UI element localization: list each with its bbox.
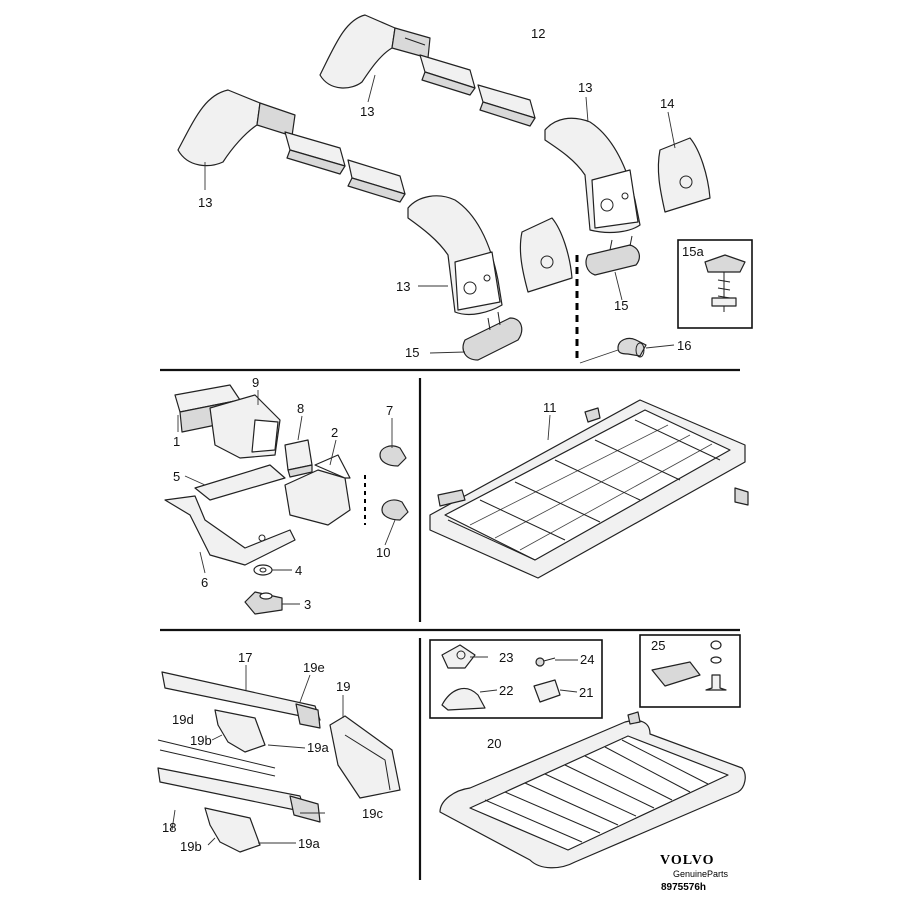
label-9: 9 <box>252 375 259 390</box>
label-19: 19 <box>336 679 350 694</box>
label-15a: 15a <box>682 244 704 259</box>
label-19a-upper: 19a <box>307 740 329 755</box>
insert-8 <box>284 439 313 478</box>
label-1: 1 <box>173 434 180 449</box>
foot-19b-upper <box>214 709 266 753</box>
roof-basket-20 <box>439 711 746 869</box>
label-19b-lower: 19b <box>180 839 202 854</box>
label-13-b: 13 <box>198 195 212 210</box>
plug-7 <box>379 445 407 467</box>
label-19b-upper: 19b <box>190 733 212 748</box>
detail-box-21-24 <box>429 639 603 719</box>
label-18: 18 <box>162 820 176 835</box>
label-13-d: 13 <box>396 279 410 294</box>
plug-16 <box>617 337 647 358</box>
label-7: 7 <box>386 403 393 418</box>
bar-segment-upper-1 <box>419 54 476 96</box>
bar-segment-lower-1 <box>284 131 346 175</box>
brand-logo: VOLVO <box>660 853 715 868</box>
knob-3 <box>244 591 283 615</box>
clamp-plate-15-left <box>462 311 523 361</box>
leader-lines <box>171 74 676 846</box>
label-22: 22 <box>499 683 513 698</box>
foot-19b-lower <box>204 807 261 853</box>
label-15-right: 15 <box>614 298 628 313</box>
brand-tagline: GenuineParts <box>673 869 729 879</box>
label-14: 14 <box>660 96 674 111</box>
load-bar-17 <box>161 671 321 729</box>
detail-box-15a <box>677 239 753 329</box>
label-10: 10 <box>376 545 390 560</box>
load-bar-18 <box>157 767 321 823</box>
plug-10 <box>381 499 409 521</box>
end-cap-14-right <box>657 137 711 213</box>
rail-19d <box>157 739 276 777</box>
section-dividers <box>160 368 740 880</box>
label-2: 2 <box>331 425 338 440</box>
label-12: 12 <box>531 26 545 41</box>
label-6: 6 <box>201 575 208 590</box>
label-5: 5 <box>173 469 180 484</box>
label-19d: 19d <box>172 712 194 727</box>
diagram-number: 8975576h <box>661 882 706 893</box>
foot-assembly-13-right <box>544 117 641 234</box>
foot-cover-13-lower-left <box>177 89 296 167</box>
label-23: 23 <box>499 650 513 665</box>
label-20: 20 <box>487 736 501 751</box>
detail-box-25 <box>639 634 741 708</box>
washer-4 <box>253 564 273 576</box>
part-labels: 12 13 13 13 13 14 15a 15 15 16 9 1 8 2 7… <box>162 26 704 854</box>
label-15-left: 15 <box>405 345 419 360</box>
label-19c: 19c <box>362 806 383 821</box>
foot-housing-9 <box>209 394 281 459</box>
clamp-19-bracket <box>329 715 401 799</box>
clamp-plate-15-right <box>585 235 640 276</box>
bar-segment-upper-2 <box>477 84 536 127</box>
label-25: 25 <box>651 638 665 653</box>
label-24: 24 <box>580 652 594 667</box>
label-11: 11 <box>543 400 557 415</box>
label-3: 3 <box>304 597 311 612</box>
label-13-c: 13 <box>578 80 592 95</box>
foot-cover-13-upper-left <box>319 14 431 89</box>
ladder-rack-11 <box>429 399 749 579</box>
label-17: 17 <box>238 650 252 665</box>
cover-2 <box>284 454 351 526</box>
label-13-a: 13 <box>360 104 374 119</box>
end-cap-14-left <box>519 217 573 293</box>
label-4: 4 <box>295 563 302 578</box>
label-8: 8 <box>297 401 304 416</box>
label-21: 21 <box>579 685 593 700</box>
bracket-5 <box>194 464 286 501</box>
clamp-arm-6 <box>164 495 296 566</box>
label-19a-lower: 19a <box>298 836 320 851</box>
foot-assembly-13-left <box>407 195 503 316</box>
bar-segment-lower-2 <box>347 159 406 203</box>
label-16: 16 <box>677 338 691 353</box>
volvo-brand-block: VOLVO GenuineParts 8975576h <box>660 853 729 893</box>
label-19e: 19e <box>303 660 325 675</box>
